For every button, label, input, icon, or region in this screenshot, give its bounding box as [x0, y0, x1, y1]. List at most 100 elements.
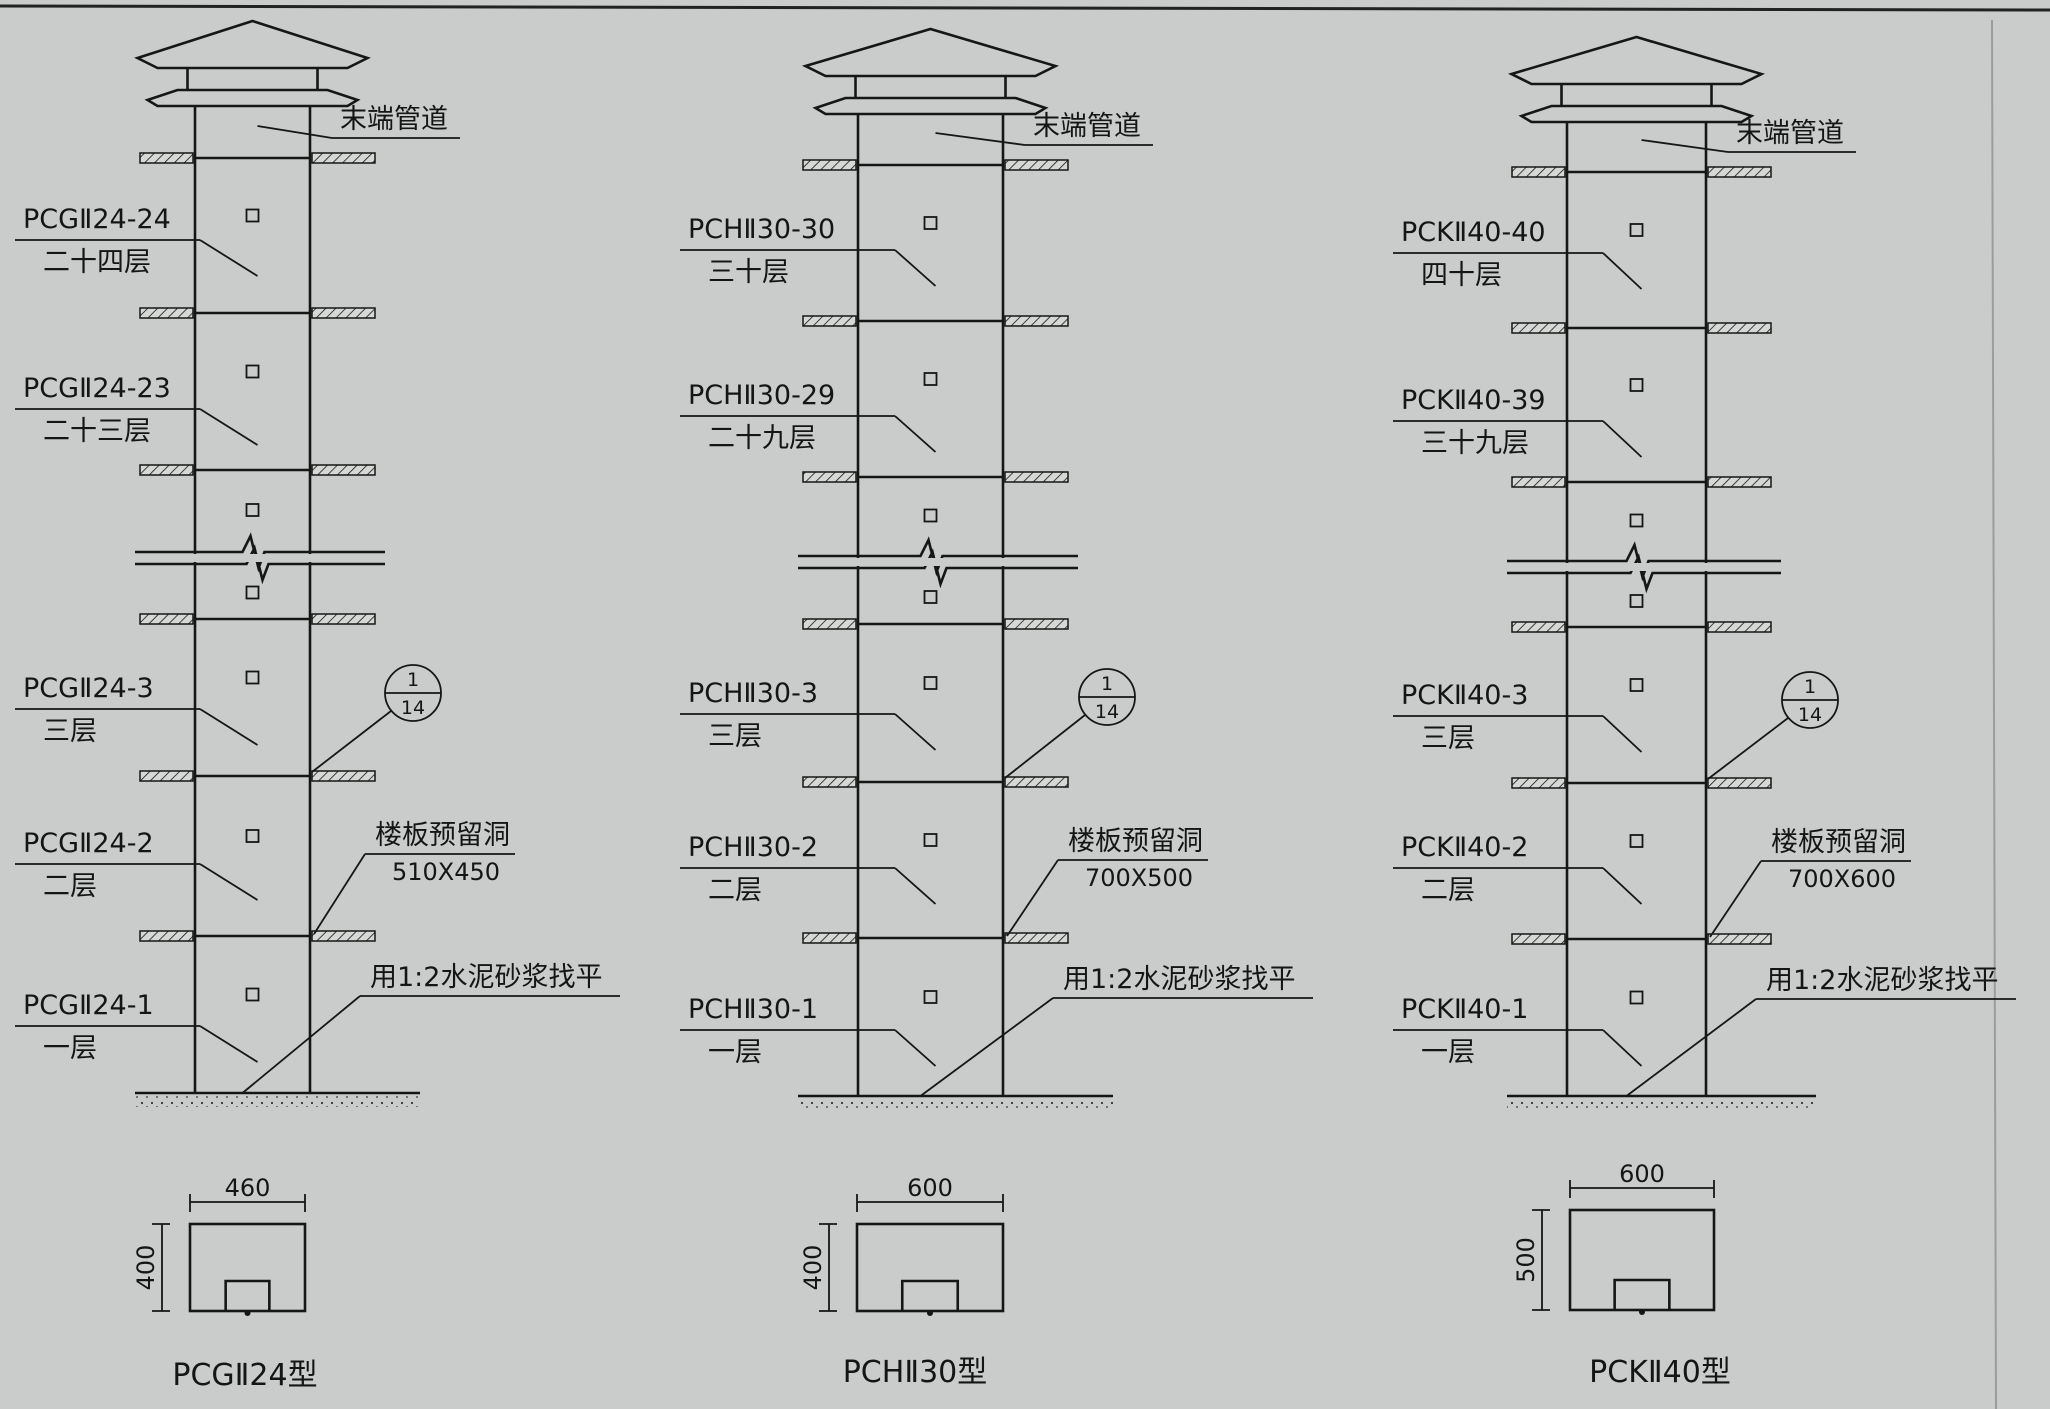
vent-hole-icon [245, 987, 260, 1002]
section-height-value: 500 [1512, 1237, 1540, 1283]
break-line [135, 544, 385, 585]
floor-name-label: 三十九层 [1421, 428, 1529, 459]
floor-name-label: 一层 [43, 1033, 97, 1064]
cross-section-point [1639, 1309, 1645, 1315]
vent-hole-icon [923, 990, 938, 1004]
floor-name-label: 二十四层 [43, 247, 151, 278]
floor-name-label: 三层 [708, 721, 762, 752]
floor-code-label: PCGⅡ24-2 [23, 828, 154, 859]
floor-name-label: 四十层 [1421, 260, 1502, 291]
floor-slab-hatch-left [802, 932, 857, 944]
vent-hole-icon [923, 508, 938, 523]
leader-line [1006, 859, 1059, 937]
mortar-leveling-label: 用1:2水泥砂浆找平 [370, 962, 602, 993]
vent-hole-icon [245, 670, 260, 685]
vent-hole-icon [923, 372, 938, 386]
floor-code-label: PCKⅡ40-2 [1401, 832, 1528, 863]
floor-name-label: 二十九层 [708, 423, 816, 454]
floor-slab-hatch-left [1511, 322, 1566, 334]
leader-line [199, 708, 258, 746]
floor-code-label: PCHⅡ30-30 [688, 214, 835, 245]
mortar-leveling-label: 用1:2水泥砂浆找平 [1766, 965, 1998, 996]
floor-slab-hatch-right [311, 464, 376, 476]
floor-slab-hatch-left [802, 776, 857, 788]
shaft-cap-hood [801, 27, 1060, 78]
floor-slab-hatch-right [311, 613, 376, 625]
vent-hole-icon [245, 585, 260, 600]
floor-name-label: 二层 [708, 875, 762, 906]
floor-slab-hatch-right [1004, 932, 1069, 944]
vent-hole-icon [1629, 223, 1644, 237]
floor-slab-hatch-left [1511, 777, 1566, 789]
leader-line [311, 710, 392, 773]
leader-line [894, 713, 937, 751]
floor-slab-hatch-left [1511, 166, 1566, 178]
floor-code-label: PCHⅡ30-2 [688, 832, 818, 863]
vent-hole-icon [923, 833, 938, 847]
model-title: PCHⅡ30型 [843, 1355, 988, 1390]
vent-hole-icon [245, 364, 260, 379]
floor-slab-hatch-right [1707, 476, 1772, 488]
leader-line [894, 1029, 937, 1067]
floor-code-label: PCHⅡ30-29 [688, 380, 835, 411]
floor-name-label: 三十层 [708, 257, 789, 288]
floor-slab-hatch-right [1004, 776, 1069, 788]
leader-line [1602, 420, 1643, 458]
floor-code-label: PCKⅡ40-40 [1401, 217, 1546, 248]
detail-ref-number: 1 [1101, 673, 1113, 695]
section-width-value: 460 [225, 1174, 271, 1202]
shaft-pck: 末端管道PCKⅡ40-40四十层PCKⅡ40-39三十九层PCKⅡ40-3三层P… [1393, 35, 2016, 1390]
leader-line [919, 997, 1054, 1097]
floor-slab-hatch-right [1707, 166, 1772, 178]
slab-opening-label: 楼板预留洞 [1068, 826, 1203, 857]
vent-hole-icon [1629, 513, 1644, 528]
floor-slab-hatch-left [1511, 621, 1566, 633]
leader-line [894, 415, 937, 453]
leader-line [199, 408, 258, 446]
floor-code-label: PCHⅡ30-1 [688, 994, 818, 1025]
vent-hole-icon [1629, 378, 1644, 392]
cross-section-point [244, 1310, 251, 1316]
floor-slab-hatch-right [1707, 933, 1772, 945]
floor-code-label: PCGⅡ24-1 [23, 990, 154, 1021]
leader-line [1602, 1029, 1643, 1067]
floor-slab-hatch-right [1004, 159, 1069, 171]
floor-code-label: PCGⅡ24-24 [23, 204, 171, 235]
floor-code-label: PCKⅡ40-1 [1401, 994, 1528, 1025]
floor-slab-hatch-right [1707, 621, 1772, 633]
floor-slab-hatch-right [311, 152, 376, 164]
floor-slab-hatch-right [1004, 618, 1069, 630]
floor-slab-hatch-left [802, 159, 857, 171]
cross-section-notch [224, 1279, 271, 1311]
vent-hole-icon [923, 590, 938, 604]
leader-line [199, 1025, 258, 1063]
section-width-value: 600 [907, 1174, 953, 1202]
break-line [798, 548, 1078, 589]
leader-line [257, 125, 333, 139]
leader-line [935, 132, 1026, 146]
floor-slab-hatch-left [139, 930, 194, 942]
floor-slab-hatch-right [311, 930, 376, 942]
break-gap [1565, 563, 1708, 571]
sheet-top-border [0, 4, 2050, 12]
floor-slab-hatch-right [1707, 777, 1772, 789]
floor-slab-hatch-left [139, 464, 194, 476]
leader-line [1707, 717, 1789, 780]
floor-slab-hatch-right [1004, 315, 1069, 327]
floor-slab-hatch-right [311, 307, 376, 319]
floor-code-label: PCGⅡ24-23 [23, 373, 171, 404]
section-height-value: 400 [799, 1245, 827, 1291]
shaft-cap-hood [1507, 35, 1766, 86]
vent-hole-icon [245, 503, 260, 517]
break-gap [856, 558, 1005, 566]
vent-hole-icon [1629, 678, 1644, 692]
vent-hole-icon [923, 216, 938, 230]
floor-slab-hatch-left [139, 152, 194, 164]
floor-name-label: 三层 [1421, 723, 1475, 754]
section-height-value: 400 [132, 1245, 160, 1291]
detail-ref-sheet: 14 [401, 697, 425, 719]
shaft-cap-base [812, 96, 1049, 116]
vent-hole-icon [245, 208, 260, 223]
floor-name-label: 二层 [43, 871, 97, 902]
